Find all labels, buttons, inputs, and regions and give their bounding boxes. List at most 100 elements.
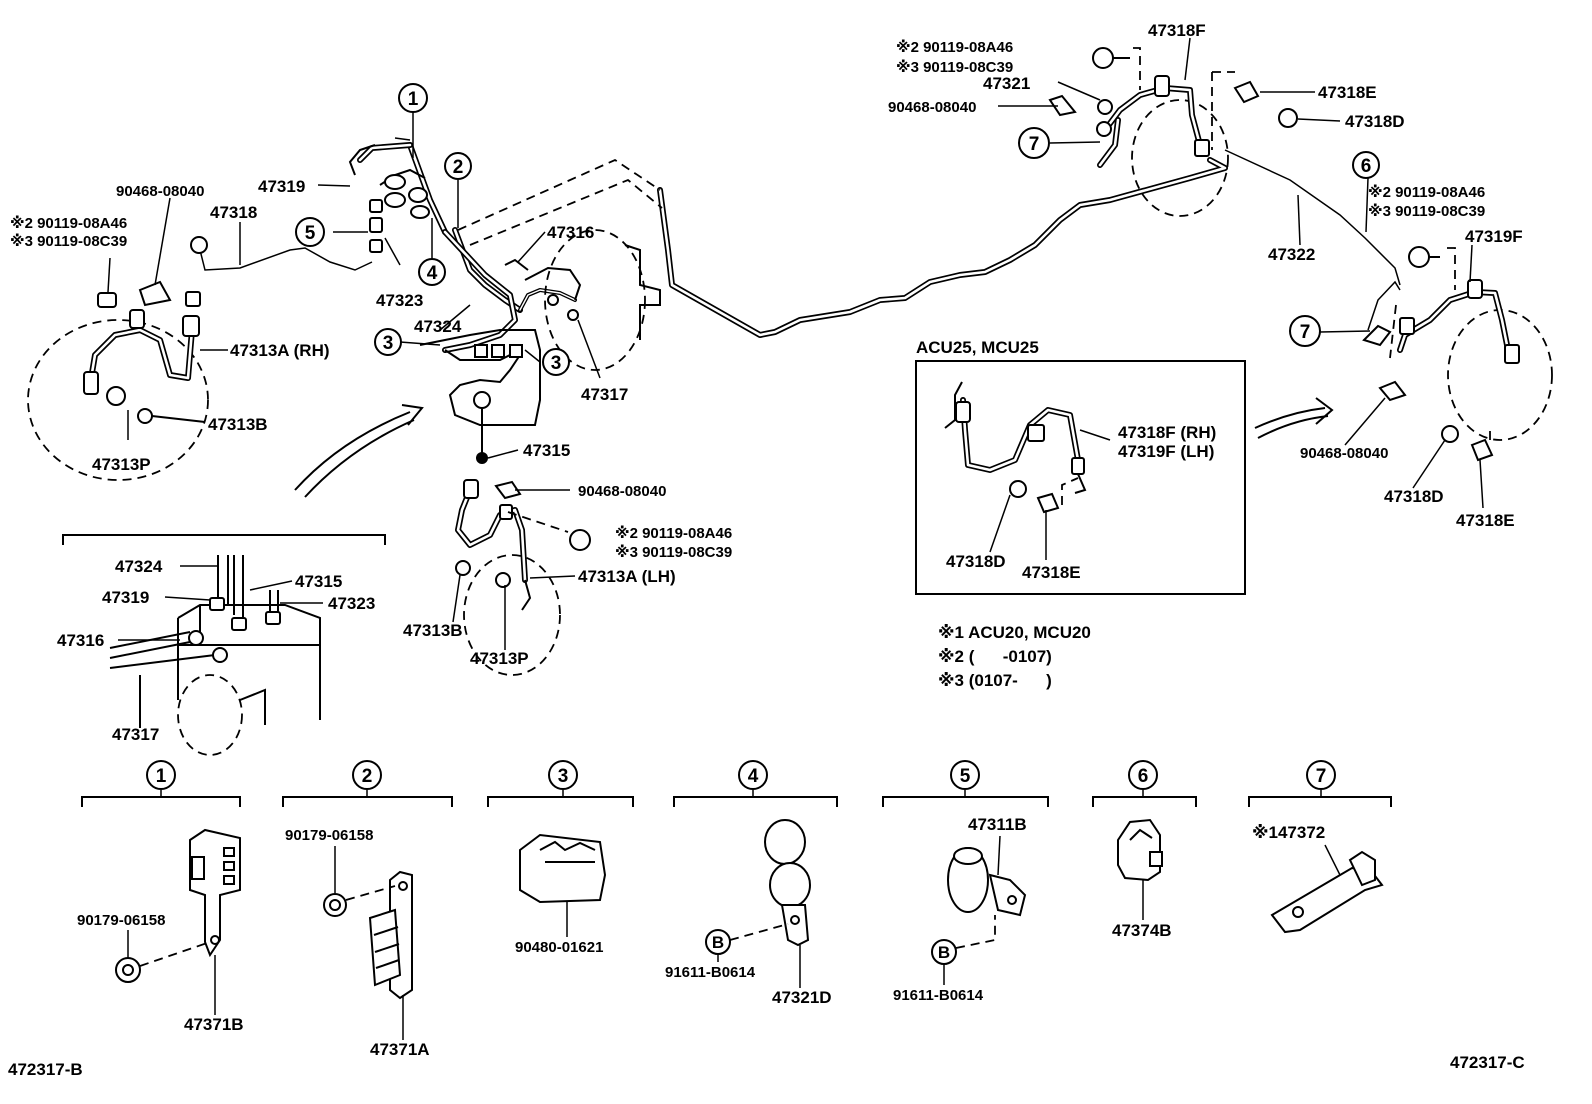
detail-label-47316: 47316	[57, 631, 104, 650]
part-4-bolt: 91611-B0614	[665, 964, 756, 981]
callout-3a: 3	[383, 333, 394, 354]
label-note2-left: ※2 90119-08A46	[10, 214, 127, 232]
main-brake-tube	[199, 142, 1401, 353]
sidebox-hose-lh: 47319F (LH)	[1118, 442, 1214, 461]
label-47318: 47318	[210, 203, 257, 222]
label-47313A-lh: 47313A (LH)	[578, 567, 676, 586]
label-47318D-top: 47318D	[1345, 112, 1405, 131]
rear-right-hose-assembly	[1048, 47, 1298, 217]
part-1-clamp: 47371B	[184, 1015, 244, 1034]
part-5-clamp: 47311B	[968, 815, 1027, 834]
part-callout-5: 5	[960, 766, 971, 787]
note-3: ※3 (0107- )	[938, 671, 1052, 690]
main-callouts: 1 2 3 3 4 5 6 7 7	[295, 83, 1380, 376]
label-90468-center: 90468-08040	[578, 483, 666, 500]
label-47318F: 47318F	[1148, 21, 1206, 40]
label-47322: 47322	[1268, 245, 1315, 264]
label-47319: 47319	[258, 177, 305, 196]
part-6-clamp-icon	[1117, 818, 1163, 882]
part-1-bolt: 90179-06158	[77, 912, 165, 929]
label-47321: 47321	[983, 74, 1030, 93]
label-47324: 47324	[414, 317, 462, 336]
sidebox-labels: ACU25, MCU25 47318F (RH) 47319F (LH) 473…	[916, 338, 1216, 582]
front-right-hose-assembly	[27, 236, 209, 481]
abs-actuator-detail	[62, 534, 386, 756]
label-note3-top: ※3 90119-08C39	[896, 58, 1013, 76]
part-callout-1: 1	[156, 766, 167, 787]
part-6-clamp: 47374B	[1112, 921, 1172, 940]
notes: ※1 ACU20, MCU20 ※2 ( -0107) ※3 (0107- )	[938, 623, 1091, 690]
part-4-b: B	[712, 933, 724, 952]
callout-2: 2	[453, 157, 464, 178]
rear-left-hose-assembly	[1362, 246, 1553, 462]
ref-code-right: 472317-C	[1450, 1053, 1525, 1072]
parts-row: 1 2 3 4 5 6 7 90179-06158 47371B	[77, 760, 1392, 1059]
label-47315: 47315	[523, 441, 570, 460]
callout-6: 6	[1361, 156, 1372, 177]
detail-label-47324: 47324	[115, 557, 163, 576]
detail-label-47323: 47323	[328, 594, 375, 613]
label-47313P-left: 47313P	[92, 455, 151, 474]
leader-lines	[107, 37, 1484, 650]
callout-7a: 7	[1029, 134, 1040, 155]
callout-1: 1	[408, 89, 419, 110]
label-note3-right: ※3 90119-08C39	[1368, 202, 1485, 220]
part-7-clamp-icon	[1270, 850, 1384, 934]
part-4-clamp-icon	[705, 819, 811, 955]
part-4-clamp: 47321D	[772, 988, 832, 1007]
main-labels: 47318F ※2 90119-08A46 ※3 90119-08C39 473…	[10, 21, 1523, 744]
detail-label-47315: 47315	[295, 572, 342, 591]
label-47318E-right: 47318E	[1456, 511, 1515, 530]
front-left-hose-assembly	[455, 479, 591, 676]
label-note2-center: ※2 90119-08A46	[615, 524, 732, 542]
callout-5: 5	[305, 223, 316, 244]
callout-3b: 3	[551, 353, 562, 374]
sidebox-hose-rh: 47318F (RH)	[1118, 423, 1216, 442]
sidebox-bolt: 47318D	[946, 552, 1006, 571]
note-2: ※2 ( -0107)	[938, 647, 1052, 666]
detail-label-47317: 47317	[112, 725, 159, 744]
label-47323: 47323	[376, 291, 423, 310]
note-1: ※1 ACU20, MCU20	[938, 623, 1091, 642]
acu25-sidebox	[915, 360, 1246, 595]
label-47318E-top: 47318E	[1318, 83, 1377, 102]
part-callout-6: 6	[1138, 766, 1149, 787]
sidebox-title: ACU25, MCU25	[916, 338, 1039, 357]
label-47318D-right: 47318D	[1384, 487, 1444, 506]
label-47319F: 47319F	[1465, 227, 1523, 246]
part-callout-7: 7	[1316, 766, 1327, 787]
ref-code-left: 472317-B	[8, 1060, 83, 1079]
label-note3-center: ※3 90119-08C39	[615, 543, 732, 561]
label-90468-right: 90468-08040	[1300, 445, 1388, 462]
label-47316: 47316	[547, 223, 594, 242]
part-2-clamp: 47371A	[370, 1040, 430, 1059]
label-47317: 47317	[581, 385, 628, 404]
label-47313P-center: 47313P	[470, 649, 529, 668]
part-callout-3: 3	[558, 766, 569, 787]
direction-arrows	[294, 397, 1334, 498]
part-5-clamp-icon	[931, 847, 1027, 965]
label-note3-left: ※3 90119-08C39	[10, 232, 127, 250]
callout-4: 4	[427, 263, 438, 284]
label-note2-right: ※2 90119-08A46	[1368, 183, 1485, 201]
part-5-b: B	[938, 943, 950, 962]
callout-7b: 7	[1300, 322, 1311, 343]
label-47313A-rh: 47313A (RH)	[230, 341, 330, 360]
sidebox-clip: 47318E	[1022, 563, 1081, 582]
part-callout-4: 4	[748, 766, 759, 787]
part-5-bolt: 91611-B0614	[893, 987, 984, 1004]
part-3-clamp: 90480-01621	[515, 939, 603, 956]
part-2-clamp-icon	[323, 870, 413, 1000]
label-note2-top: ※2 90119-08A46	[896, 38, 1013, 56]
detail-label-47319: 47319	[102, 588, 149, 607]
master-cylinder-area	[348, 144, 661, 464]
part-7-clamp: ※147372	[1252, 823, 1325, 842]
part-2-bolt: 90179-06158	[285, 827, 373, 844]
label-47313B-left: 47313B	[208, 415, 268, 434]
part-1-clamp-icon	[115, 828, 241, 983]
label-47313B-center: 47313B	[403, 621, 463, 640]
label-90468-left: 90468-08040	[116, 183, 204, 200]
label-90468-top: 90468-08040	[888, 99, 976, 116]
